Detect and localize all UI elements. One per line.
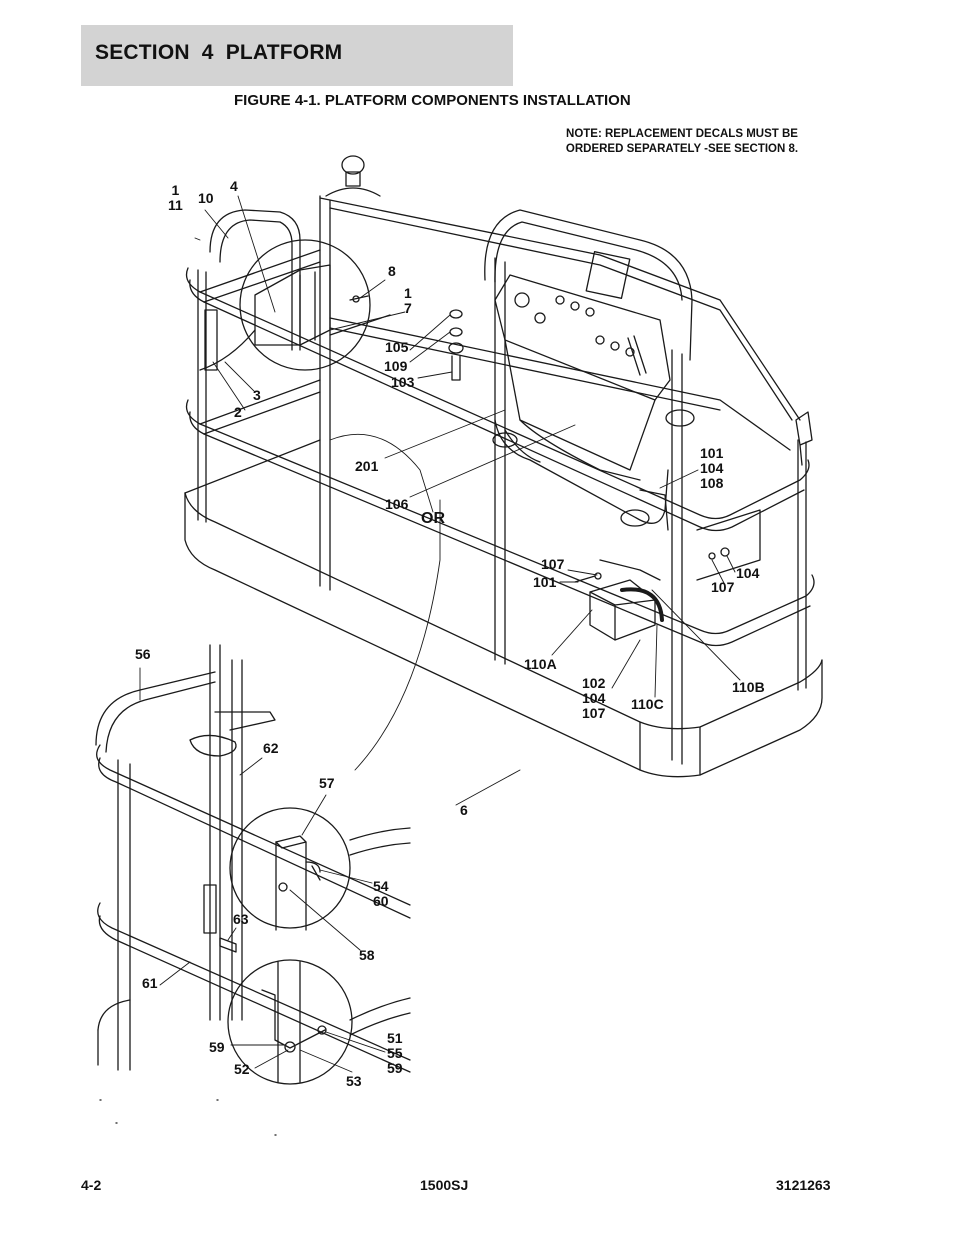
callout-53: 53 bbox=[346, 1073, 362, 1089]
footer-doc-number: 3121263 bbox=[776, 1177, 831, 1193]
callout-107-right: 107 bbox=[711, 579, 735, 595]
replacement-decals-note: NOTE: REPLACEMENT DECALS MUST BE ORDERED… bbox=[536, 127, 828, 156]
callout-106: 106 bbox=[385, 496, 409, 512]
callout-3: 3 bbox=[253, 387, 261, 403]
section-title: SECTION 4 PLATFORM bbox=[95, 41, 343, 64]
callout-62: 62 bbox=[263, 740, 279, 756]
callout-101: 101 bbox=[533, 574, 557, 590]
callout-109: 109 bbox=[384, 358, 408, 374]
callout-107-upper: 107 bbox=[541, 556, 565, 572]
control-console bbox=[484, 209, 695, 531]
beacon-light bbox=[325, 155, 381, 197]
decal-detail-circle bbox=[239, 239, 391, 371]
callout-101-104-108: 101 104 108 bbox=[700, 445, 724, 491]
note-line-1: NOTE: REPLACEMENT DECALS MUST BE bbox=[566, 128, 798, 140]
gate-detail-view bbox=[95, 644, 411, 1073]
footer-model: 1500SJ bbox=[420, 1177, 469, 1193]
callout-51-55-59: 51 55 59 bbox=[387, 1030, 403, 1076]
callout-63: 63 bbox=[233, 911, 249, 927]
callout-54-60: 54 60 bbox=[373, 878, 389, 909]
callout-56: 56 bbox=[135, 646, 151, 662]
callout-61: 61 bbox=[142, 975, 158, 991]
bolt-stack bbox=[448, 309, 464, 381]
callout-105: 105 bbox=[385, 339, 409, 355]
callout-1-11: 1 11 bbox=[168, 182, 183, 213]
callout-110b: 110B bbox=[732, 679, 765, 695]
junction-box bbox=[574, 559, 664, 641]
callout-1-7: 1 7 bbox=[404, 285, 412, 316]
callout-or: OR bbox=[421, 510, 445, 527]
callout-59: 59 bbox=[209, 1039, 225, 1055]
callout-2: 2 bbox=[234, 404, 242, 420]
callout-4: 4 bbox=[230, 178, 238, 194]
callout-201: 201 bbox=[355, 458, 379, 474]
callout-10: 10 bbox=[198, 190, 214, 206]
drawing-specks bbox=[99, 1099, 277, 1136]
footer-page-number: 4-2 bbox=[81, 1177, 102, 1193]
right-handle bbox=[795, 411, 813, 466]
callout-58: 58 bbox=[359, 947, 375, 963]
entry-gate-bar bbox=[199, 209, 301, 371]
callout-103: 103 bbox=[391, 374, 415, 390]
platform-floor bbox=[184, 439, 823, 778]
figure-title: FIGURE 4-1. PLATFORM COMPONENTS INSTALLA… bbox=[234, 92, 631, 109]
callout-8: 8 bbox=[388, 263, 396, 279]
note-line-2: ORDERED SEPARATELY -SEE SECTION 8. bbox=[565, 142, 799, 155]
platform-rails bbox=[185, 197, 815, 647]
platform-posts bbox=[197, 195, 807, 765]
latch-detail-circle-lower bbox=[227, 959, 353, 1085]
side-hardware bbox=[696, 509, 761, 581]
callout-6: 6 bbox=[460, 802, 468, 818]
callout-104: 104 bbox=[736, 565, 760, 581]
callout-110a: 110A bbox=[524, 656, 557, 672]
callout-110c: 110C bbox=[631, 696, 664, 712]
callout-57: 57 bbox=[319, 775, 335, 791]
callout-102-104-107: 102 104 107 bbox=[582, 675, 606, 721]
leader-lines bbox=[139, 195, 741, 1073]
callout-52: 52 bbox=[234, 1061, 250, 1077]
section-header: SECTION 4 PLATFORM bbox=[81, 25, 513, 86]
latch-detail-circle-upper bbox=[229, 807, 351, 931]
